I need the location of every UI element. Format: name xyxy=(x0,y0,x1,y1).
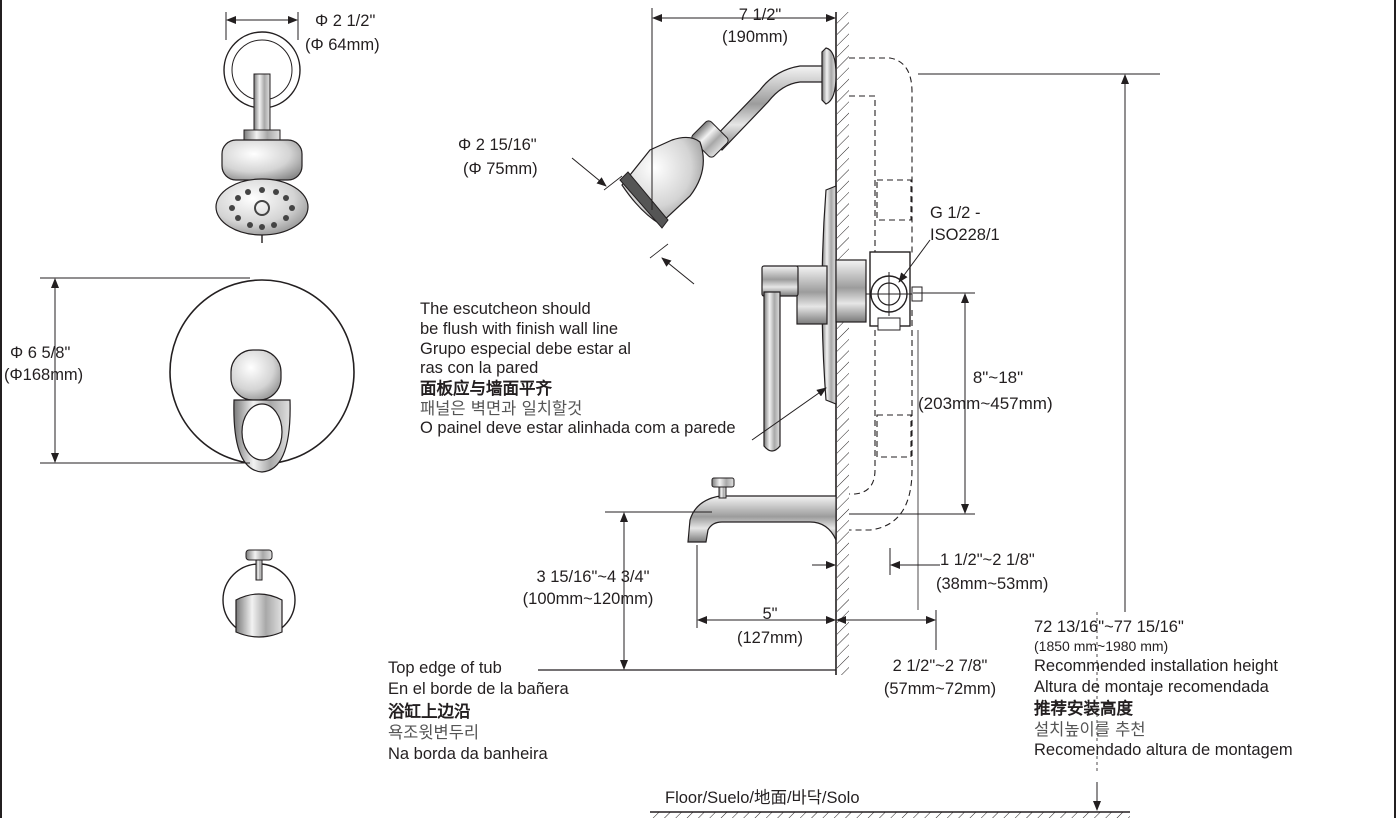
dim-line-showerhead-face-b xyxy=(661,257,695,285)
note-line: Na borda da banheira xyxy=(388,744,548,763)
note-line: Recomendado altura de montagem xyxy=(1034,741,1293,760)
note-line: The escutcheon should xyxy=(420,300,591,318)
dim-valve-wall-depth-imperial: 2 1/2"~2 7/8" xyxy=(892,657,988,675)
dim-spout-wall-depth-imperial: 1 1/2"~2 1/8" xyxy=(940,551,1035,569)
floor-hatching xyxy=(650,812,1130,818)
note-line: En el borde de la bañera xyxy=(388,680,569,699)
spout-body xyxy=(687,495,837,543)
install-height-metric: (1850 mm~1980 mm) xyxy=(1034,638,1169,655)
tub-spout-front-view xyxy=(222,549,296,638)
leader-escutcheon-note xyxy=(751,387,827,441)
valve-cartridge-sleeve xyxy=(835,259,867,323)
dim-spout-projection-imperial: 5" xyxy=(762,605,778,623)
dim-line-showerhead-face-a xyxy=(571,157,607,187)
escutcheon-side-view xyxy=(761,185,867,452)
showerhead-front-view xyxy=(215,31,309,243)
escutcheon-flush-note: The escutcheon should be flush with fini… xyxy=(420,300,736,439)
dim-escutcheon-imperial: Φ 6 5/8" xyxy=(10,344,71,362)
tub-edge-note: Top edge of tub En el borde de la bañera… xyxy=(388,658,569,765)
diverter-knob-front xyxy=(245,549,273,561)
dim-arm-reach-imperial: 7 1/2" xyxy=(738,6,782,24)
shower-arm-side-view xyxy=(619,47,837,229)
handle-base xyxy=(230,349,282,401)
dim-showerhead-face-metric: (Φ 75mm) xyxy=(463,160,538,178)
leader-thread-callout xyxy=(898,239,931,283)
dim-escutcheon-metric: (Φ168mm) xyxy=(4,366,84,384)
escutcheon-front-view xyxy=(169,279,355,473)
handle-lever-down xyxy=(763,291,781,452)
note-line-chinese: 面板应与墙面平齐 xyxy=(420,379,552,399)
install-height-imperial: 72 13/16"~77 15/16" xyxy=(1034,618,1184,636)
dim-spout-above-tub-imperial: 3 15/16"~4 3/4" xyxy=(536,568,650,586)
handle-lever-cutout xyxy=(241,403,283,461)
note-line: Recommended installation height xyxy=(1034,657,1278,676)
diverter-knob xyxy=(711,477,735,488)
showerhead-side-face xyxy=(619,171,669,229)
tub-spout-side-view xyxy=(687,477,837,543)
arm-flange-side xyxy=(821,47,837,105)
thread-callout-line1: G 1/2 - xyxy=(930,204,981,222)
note-line-korean: 설치높이를 추천 xyxy=(1034,720,1146,740)
install-height-note: 72 13/16"~77 15/16" (1850 mm~1980 mm) Re… xyxy=(1034,617,1293,762)
dim-valve-to-spout-metric: (203mm~457mm) xyxy=(918,394,1053,413)
showerhead-nozzles xyxy=(229,187,295,230)
dim-spout-projection-metric: (127mm) xyxy=(736,629,803,647)
note-line: Altura de montaje recomendada xyxy=(1034,678,1269,697)
note-line-korean: 패널은 벽면과 일치할것 xyxy=(420,398,583,418)
floor-label: Floor/Suelo/地面/바닥/Solo xyxy=(665,789,860,807)
wall-hatching xyxy=(837,12,849,675)
note-line: ras con la pared xyxy=(420,359,539,378)
valve-body xyxy=(866,251,923,331)
dim-arm-reach-metric: (190mm) xyxy=(721,28,788,46)
showerhead-body xyxy=(221,139,303,181)
handle-hub-side xyxy=(796,265,828,325)
note-line: Top edge of tub xyxy=(388,659,502,677)
spout-front-body xyxy=(235,593,283,638)
note-line-chinese: 推荐安装高度 xyxy=(1034,699,1133,719)
note-line-chinese: 浴缸上边沿 xyxy=(388,701,471,721)
dim-showerhead-face-imperial: Φ 2 15/16" xyxy=(458,136,537,154)
note-line: be flush with finish wall line xyxy=(420,319,619,338)
dim-spout-above-tub-metric: (100mm~120mm) xyxy=(522,590,654,608)
note-line: Grupo especial debe estar al xyxy=(420,339,631,358)
concealed-piping xyxy=(849,57,913,531)
thread-callout-line2: ISO228/1 xyxy=(930,226,1000,244)
diverter-stem xyxy=(718,485,727,499)
dim-spout-wall-depth-metric: (38mm~53mm) xyxy=(936,575,1049,593)
shower-arm-pipe xyxy=(711,65,829,151)
dim-valve-to-spout-imperial: 8"~18" xyxy=(972,368,1024,387)
note-line-korean: 욕조윗변두리 xyxy=(388,723,480,743)
dim-flange-imperial: Φ 2 1/2" xyxy=(315,12,376,30)
dim-valve-wall-depth-metric: (57mm~72mm) xyxy=(883,680,997,698)
dim-flange-metric: (Φ 64mm) xyxy=(305,36,380,54)
shower-arm-front xyxy=(253,73,271,137)
note-line: O painel deve estar alinhada com a pared… xyxy=(420,418,736,437)
